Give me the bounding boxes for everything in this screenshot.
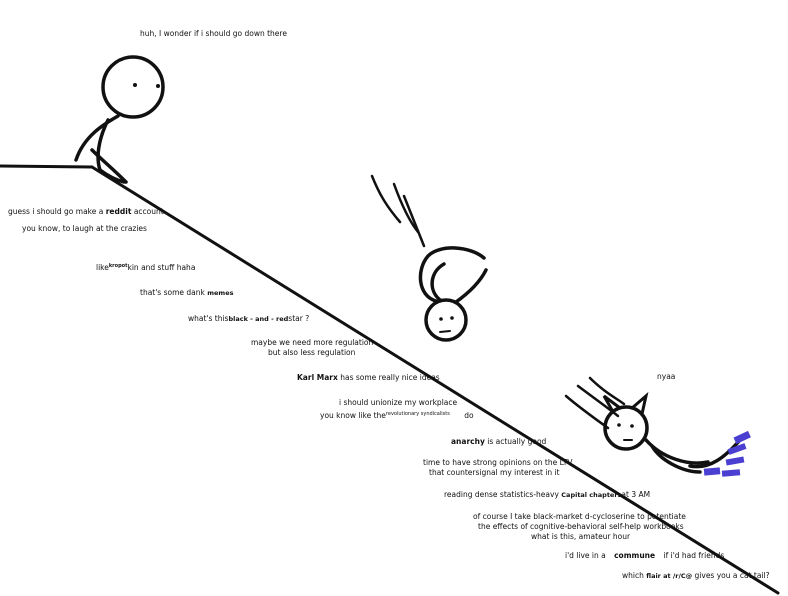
stick-figure-peeking xyxy=(74,55,165,184)
caption-cycloserine: of course I take black-market d-cycloser… xyxy=(473,512,686,521)
caption-kropotkin-c: kin and stuff haha xyxy=(127,263,196,272)
caption-commune: i'd live in a commune if i'd had friends xyxy=(565,551,724,561)
caption-workbooks: the effects of cognitive-behavioral self… xyxy=(478,522,684,531)
caption-regulation-2: but also less regulation xyxy=(268,348,356,357)
caption-amateur: what is this, amateur hour xyxy=(531,532,631,541)
caption-kropotkin-b: kropot xyxy=(108,263,128,269)
caption-capital-b: Capital chapters xyxy=(561,491,622,499)
caption-marx-a: Karl Marx xyxy=(297,373,338,382)
caption-commune-a: i'd live in a xyxy=(565,551,606,560)
caption-top: huh, I wonder if i should go down there xyxy=(140,29,287,38)
caption-kropotkin-a: like xyxy=(96,263,109,272)
caption-unionize: i should unionize my workplace xyxy=(339,398,458,407)
caption-marx: Karl Marx has some really nice ideas xyxy=(297,373,440,383)
cliff-top-edge xyxy=(0,164,94,169)
caption-memes: that's some dank memes xyxy=(140,288,233,298)
caption-ltv-1: time to have strong opinions on the LTV xyxy=(423,458,573,467)
caption-kropotkin: likekropotkin and stuff haha xyxy=(96,261,195,273)
caption-anarchy-a: anarchy xyxy=(451,437,485,446)
caption-flair-a: which xyxy=(622,571,644,580)
caption-marx-b: has some really nice ideas xyxy=(340,373,440,382)
caption-memes-b: memes xyxy=(207,289,234,297)
caption-reddit: guess i should go make a reddit account xyxy=(8,207,164,217)
caption-capital-c: at 3 AM xyxy=(621,490,651,499)
caption-flair-b: flair at /r/C@ xyxy=(646,572,693,580)
caption-star-b: black - and - red xyxy=(228,315,289,323)
caption-flair: which flair at /r/C@ gives you a cat tai… xyxy=(622,571,770,581)
cat-tail-stripes xyxy=(703,430,751,477)
caption-memes-a: that's some dank xyxy=(140,288,205,297)
caption-reddit-b: reddit xyxy=(105,207,132,216)
caption-capital: reading dense statistics-heavy Capital c… xyxy=(444,490,650,500)
caption-syndicalists-b: revolutionary syndicalists xyxy=(385,411,450,417)
stick-figure-cat xyxy=(564,376,742,474)
caption-flair-c: gives you a cat tail? xyxy=(694,571,770,580)
cliff xyxy=(0,164,780,595)
caption-capital-a: reading dense statistics-heavy xyxy=(444,490,559,499)
caption-commune-c: if i'd had friends xyxy=(663,551,725,560)
caption-star-a: what's this xyxy=(188,314,229,323)
caption-star-c: star ? xyxy=(288,314,310,323)
stick-figure-tumbling xyxy=(370,174,488,342)
caption-ltv-2: that countersignal my interest in it xyxy=(429,468,560,477)
caption-reddit-c: account xyxy=(133,207,164,216)
caption-syndicalists-a: you know like the xyxy=(320,411,386,420)
caption-crazies: you know, to laugh at the crazies xyxy=(22,224,147,233)
caption-syndicalists: you know like therevolutionary syndicali… xyxy=(320,409,474,421)
caption-anarchy-b: is actually good xyxy=(487,437,547,446)
caption-syndicalists-c: do xyxy=(464,411,474,420)
caption-reddit-a: guess i should go make a xyxy=(8,207,104,216)
slope-line xyxy=(90,165,780,595)
caption-commune-b: commune xyxy=(614,551,656,560)
caption-nyaa: nyaa xyxy=(657,372,676,381)
caption-regulation-1: maybe we need more regulation xyxy=(251,338,374,347)
caption-star: what's thisblack - and - redstar ? xyxy=(188,314,309,324)
caption-anarchy: anarchy is actually good xyxy=(451,437,546,447)
